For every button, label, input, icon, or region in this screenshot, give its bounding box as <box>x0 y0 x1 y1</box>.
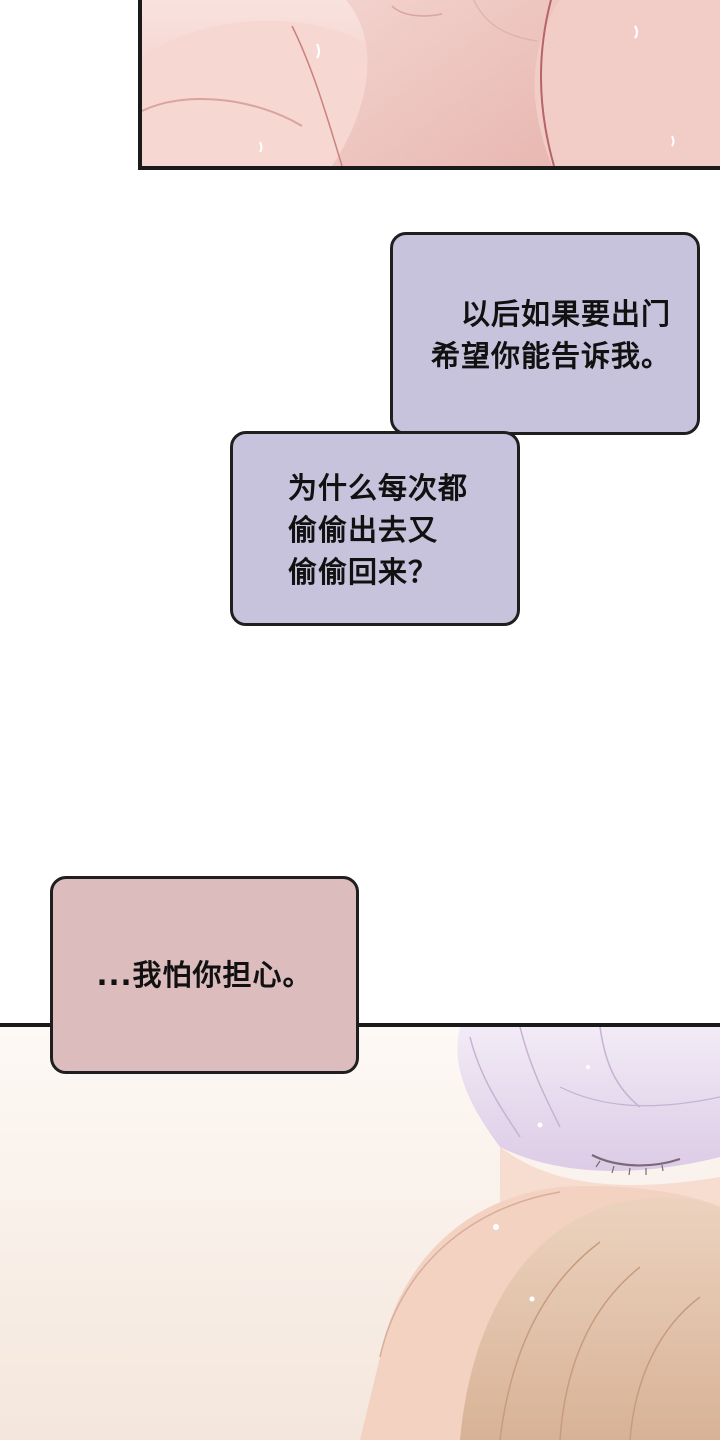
speech-bubble-2: 为什么每次都 偷偷出去又 偷偷回来？ <box>230 431 520 626</box>
speech-bubble-3: ...我怕你担心。 <box>50 876 359 1074</box>
speech-bubble-2-text: 为什么每次都 偷偷出去又 偷偷回来？ <box>288 467 468 593</box>
dialogue-line: ...我怕你担心。 <box>96 958 313 992</box>
bottom-comic-panel <box>0 1023 720 1440</box>
dialogue-line: 希望你能告诉我。 <box>430 338 671 373</box>
dialogue-line: 为什么每次都 <box>287 470 468 505</box>
dialogue-line: 以后如果要出门 <box>460 296 671 331</box>
dialogue-line: 偷偷回来？ <box>287 554 438 589</box>
speech-bubble-3-text: ...我怕你担心。 <box>96 954 312 996</box>
speech-bubble-1-text: 以后如果要出门 希望你能告诉我。 <box>431 293 671 377</box>
top-comic-panel <box>138 0 720 170</box>
dialogue-line: 偷偷出去又 <box>287 512 438 547</box>
bottom-panel-illustration <box>0 1027 720 1440</box>
speech-bubble-1: 以后如果要出门 希望你能告诉我。 <box>390 232 700 435</box>
top-panel-illustration <box>142 0 720 166</box>
